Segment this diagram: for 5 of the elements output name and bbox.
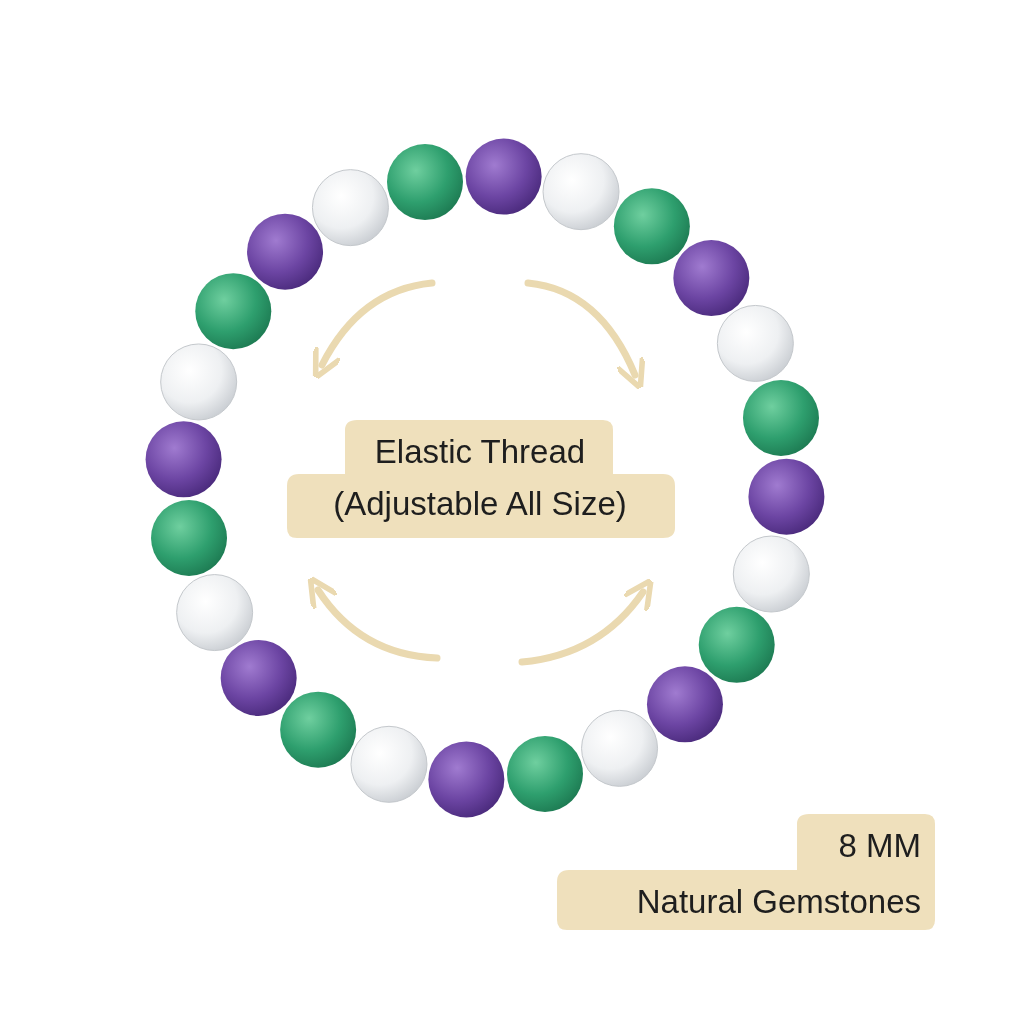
label-box (285, 418, 675, 540)
label-text: 8 MM (837, 826, 921, 866)
label-text: Natural Gemstones (635, 882, 921, 922)
label-text: Elastic Thread (Adjustable All Size) (332, 432, 628, 524)
label-box (555, 812, 937, 932)
